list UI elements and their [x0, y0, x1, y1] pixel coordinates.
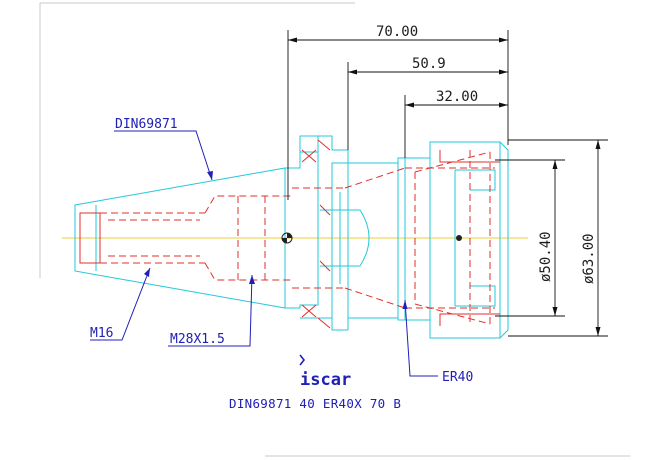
callout-er40: ER40 [442, 370, 473, 385]
center-mark-left-fill [282, 233, 292, 243]
dim-diameter-small: ø50.40 [538, 231, 554, 282]
dim-length-overall: 70.00 [376, 24, 418, 40]
center-mark-right [456, 235, 462, 241]
dimension-lines [287, 30, 608, 337]
tool-holder-outline [74, 135, 509, 339]
hidden-lines [79, 139, 500, 329]
iscar-logo: iscar [299, 354, 351, 390]
dim-length-mid: 50.9 [412, 56, 446, 72]
callout-m28x1-5: M28X1.5 [170, 332, 225, 347]
callout-arrowhead-din [207, 171, 213, 180]
callout-arrowhead-er40 [402, 300, 408, 309]
callout-leaders [90, 130, 438, 377]
callout-arrowhead-m16 [144, 268, 150, 277]
dim-diameter-large: ø63.00 [581, 233, 597, 284]
tool-designation: DIN69871 40 ER40X 70 B [229, 396, 401, 411]
dim-length-short: 32.00 [436, 89, 478, 105]
callout-din69871: DIN69871 [115, 117, 178, 132]
callout-arrowhead-m28 [249, 275, 255, 284]
logo-text: iscar [300, 370, 351, 390]
callout-m16: M16 [90, 326, 113, 341]
